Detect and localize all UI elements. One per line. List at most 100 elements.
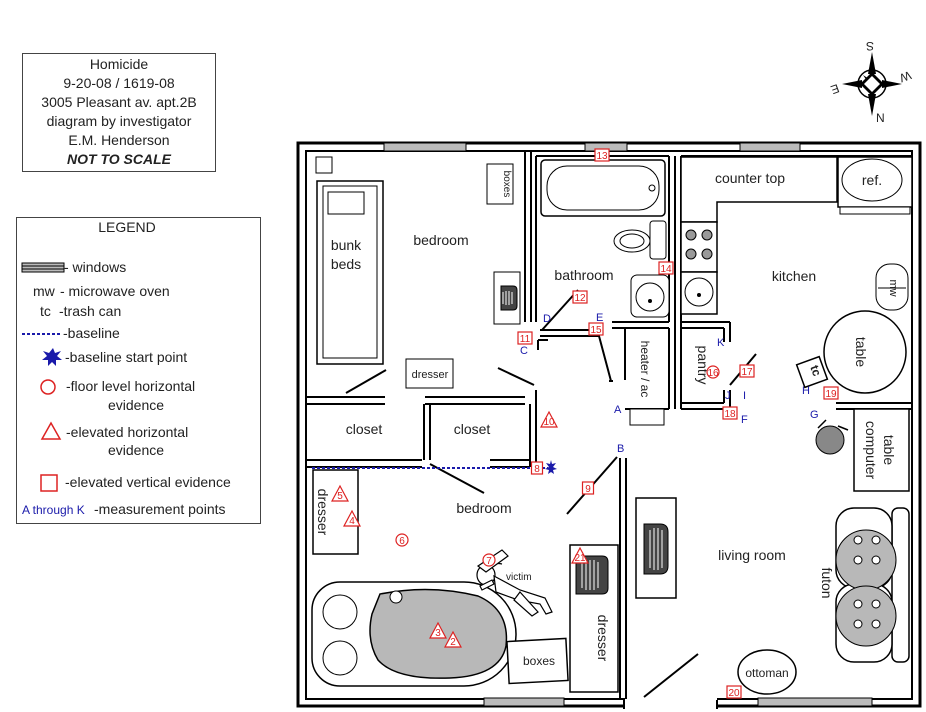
evidence-number: 7 xyxy=(486,556,492,567)
measure-point-c: C xyxy=(520,345,528,357)
legend-elev-horiz-2: evidence xyxy=(108,442,164,458)
compass-w: W xyxy=(897,68,913,85)
window-bottom-left-icon xyxy=(483,697,565,707)
legend-floor-evidence: -floor level horizontal xyxy=(66,378,195,394)
window-top-kitchen-icon xyxy=(739,142,801,152)
toilet-icon xyxy=(613,220,667,260)
window-top-left-icon xyxy=(383,142,467,152)
evidence-circle-icon xyxy=(395,533,409,547)
evidence-triangle-icon xyxy=(540,410,558,428)
tv-icon xyxy=(493,271,521,325)
evidence-marker-16: 16 xyxy=(706,365,720,379)
mw-label: mw xyxy=(887,279,899,296)
triangle-icon xyxy=(40,421,62,440)
evidence-marker-2: 2 xyxy=(444,630,462,648)
measure-point-d: D xyxy=(543,313,551,325)
computer-chair-icon xyxy=(815,419,849,455)
legend-baseline-start: -baseline start point xyxy=(65,349,187,365)
evidence-marker-21: 21 xyxy=(571,546,589,564)
futon-label: futon xyxy=(819,567,835,598)
trash-can-icon xyxy=(795,355,829,389)
ottoman-label: ottoman xyxy=(745,666,788,680)
evidence-square-icon xyxy=(594,148,610,162)
evidence-marker-8: 8 xyxy=(530,461,544,475)
evidence-number: 12 xyxy=(574,293,586,304)
refrigerator-icon xyxy=(837,156,913,215)
not-to-scale: NOT TO SCALE xyxy=(67,151,171,167)
baseline-start-star-icon xyxy=(545,460,557,474)
evidence-marker-17: 17 xyxy=(739,364,755,378)
evidence-marker-20: 20 xyxy=(726,685,742,699)
measure-point-g: G xyxy=(810,409,819,421)
kitchen-sink-icon xyxy=(680,271,718,315)
tc-label: tc xyxy=(807,363,824,378)
tv-living-icon xyxy=(635,497,677,599)
futon-icon xyxy=(835,507,910,663)
legend-measure-points: -measurement points xyxy=(94,501,226,517)
ottoman-icon xyxy=(737,649,797,695)
evidence-square-icon xyxy=(588,322,604,336)
heater-vent xyxy=(629,408,665,426)
measure-point-f: F xyxy=(741,414,748,426)
evidence-number: 2 xyxy=(450,637,456,648)
evidence-marker-15: 15 xyxy=(588,322,604,336)
evidence-number: 13 xyxy=(596,151,608,162)
evidence-square-icon xyxy=(581,481,595,495)
evidence-number: 20 xyxy=(728,688,740,699)
corner-cabinet xyxy=(315,156,333,174)
title-line-2: 9-20-08 / 1619-08 xyxy=(63,75,175,91)
evidence-number: 17 xyxy=(741,367,753,378)
dresser-left xyxy=(312,469,359,555)
kitchen-label: kitchen xyxy=(772,268,816,284)
measure-point-a: A xyxy=(614,404,622,416)
evidence-number: 8 xyxy=(534,464,540,475)
evidence-marker-6: 6 xyxy=(395,533,409,547)
star-icon xyxy=(42,348,62,366)
victim-figure-icon xyxy=(476,549,553,617)
closet-2-label: closet xyxy=(454,421,491,437)
evidence-number: 3 xyxy=(435,628,441,639)
evidence-square-icon xyxy=(823,386,839,400)
bathtub-icon xyxy=(540,159,666,217)
boxes-top xyxy=(486,163,514,205)
window-bottom-right-icon xyxy=(757,697,873,707)
evidence-number: 14 xyxy=(660,264,672,275)
dresser-right-label: dresser xyxy=(595,615,611,662)
evidence-number: 6 xyxy=(399,536,405,547)
table-label: table xyxy=(853,337,869,368)
evidence-marker-13: 13 xyxy=(594,148,610,162)
evidence-square-icon xyxy=(658,261,674,275)
legend-tc-abbr: tc xyxy=(40,303,51,319)
bathroom-label: bathroom xyxy=(554,267,613,283)
evidence-marker-5: 5 xyxy=(331,484,349,502)
evidence-triangle-icon xyxy=(444,630,462,648)
bed-icon xyxy=(311,581,517,687)
evidence-square-icon xyxy=(530,461,544,475)
evidence-marker-7: 7 xyxy=(482,553,496,567)
measure-point-i: I xyxy=(743,390,746,402)
boxes-bottom-label: boxes xyxy=(523,654,555,668)
tv-bedroom-icon xyxy=(575,555,609,595)
evidence-marker-10: 10 xyxy=(540,410,558,428)
evidence-number: 18 xyxy=(724,409,736,420)
computer-table-icon xyxy=(853,408,910,492)
boxes-bottom xyxy=(506,637,569,685)
evidence-square-icon xyxy=(722,406,738,420)
evidence-circle-icon xyxy=(706,365,720,379)
bunk-pillow xyxy=(327,191,365,215)
bedroom-top-label: bedroom xyxy=(413,232,468,248)
evidence-square-icon xyxy=(739,364,755,378)
evidence-number: 11 xyxy=(520,334,531,345)
bunk-beds-label-1: bunk xyxy=(331,237,362,253)
legend-elev-horiz: -elevated horizontal xyxy=(66,424,188,440)
evidence-number: 15 xyxy=(590,325,602,336)
evidence-circle-icon xyxy=(482,553,496,567)
evidence-number: 10 xyxy=(543,417,555,428)
legend-floor-evidence-2: evidence xyxy=(108,397,164,413)
measure-point-j: J xyxy=(725,390,731,402)
legend-measure-range: A through K xyxy=(22,503,85,517)
evidence-number: 5 xyxy=(337,491,343,502)
title-line-5: E.M. Henderson xyxy=(68,132,170,148)
victim-label: victim xyxy=(506,572,532,583)
compass-n: N xyxy=(876,111,885,125)
